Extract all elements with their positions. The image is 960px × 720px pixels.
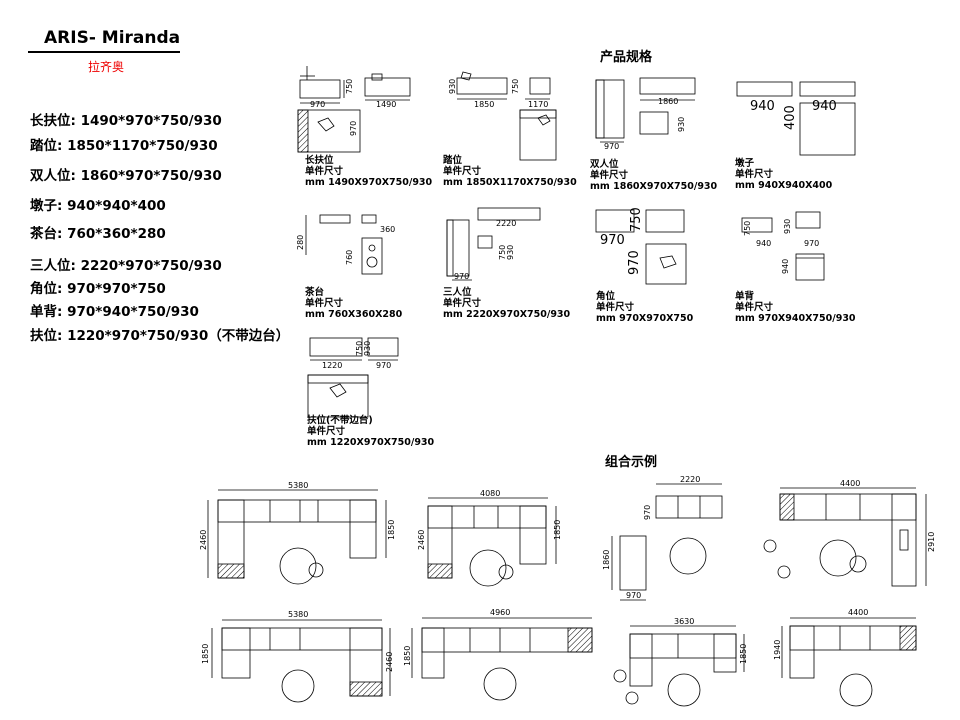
dim-label: 1850 bbox=[201, 644, 210, 664]
dim-label: 970 bbox=[454, 272, 469, 281]
spec-item: 茶台: 760*360*280 bbox=[30, 226, 166, 242]
drawing-loveseat bbox=[595, 77, 696, 143]
spec-item: 踏位: 1850*1170*750/930 bbox=[30, 138, 218, 154]
dim-label: 930 bbox=[448, 79, 457, 94]
dim-label: 4960 bbox=[490, 608, 510, 617]
dim-label: 4400 bbox=[840, 479, 860, 488]
dim-label: 2220 bbox=[680, 475, 700, 484]
dim-label: 2910 bbox=[927, 532, 936, 552]
drawing-three-seat bbox=[446, 207, 541, 281]
dim-label: 970 bbox=[600, 233, 625, 248]
dim-label: 4080 bbox=[480, 489, 500, 498]
drawing-chaise bbox=[456, 71, 557, 161]
dim-label: 1860 bbox=[602, 550, 611, 570]
brand-title: ARIS- Miranda bbox=[44, 28, 181, 48]
dim-label: 970 bbox=[643, 505, 652, 520]
dim-label: 400 bbox=[783, 105, 798, 130]
dim-label: 5380 bbox=[288, 610, 308, 619]
dim-label: 930 bbox=[783, 219, 792, 234]
dim-label: 750 bbox=[355, 341, 364, 356]
combo-d bbox=[763, 487, 927, 587]
dim-label: 930 bbox=[506, 245, 515, 260]
dim-label: 970 bbox=[604, 142, 619, 151]
dim-label: 4400 bbox=[848, 608, 868, 617]
dim-label: 280 bbox=[296, 235, 305, 250]
combo-c bbox=[611, 483, 723, 601]
dim-label: 1220 bbox=[322, 361, 342, 370]
dim-label: 1850 bbox=[474, 100, 494, 109]
dim-label: 750 bbox=[629, 207, 644, 232]
dim-label: 930 bbox=[677, 117, 686, 132]
dim-label: 3630 bbox=[674, 617, 694, 626]
dim-label: 2460 bbox=[385, 652, 394, 672]
drawing-single-back bbox=[741, 211, 825, 281]
drawing-ottoman bbox=[736, 81, 856, 156]
combo-h bbox=[781, 617, 917, 707]
dim-label: 750 bbox=[345, 79, 354, 94]
dim-label: 360 bbox=[380, 225, 395, 234]
combo-f bbox=[411, 617, 593, 701]
brand-underline bbox=[28, 51, 180, 53]
spec-item: 单背: 970*940*750/930 bbox=[30, 304, 199, 320]
drawing-tea-table bbox=[305, 214, 383, 275]
spec-item: 角位: 970*970*750 bbox=[30, 281, 166, 297]
section-title-product-spec: 产品规格 bbox=[600, 50, 653, 65]
dim-label: 970 bbox=[804, 239, 819, 248]
combo-e bbox=[211, 619, 391, 703]
dim-label: 2460 bbox=[417, 530, 426, 550]
dim-label: 970 bbox=[376, 361, 391, 370]
dim-label: 970 bbox=[310, 100, 325, 109]
dim-label: 970 bbox=[627, 250, 642, 275]
dim-label: 940 bbox=[812, 99, 837, 114]
dim-label: 760 bbox=[345, 250, 354, 265]
dim-label: 5380 bbox=[288, 481, 308, 490]
spec-item: 墩子: 940*940*400 bbox=[30, 198, 166, 214]
spec-item: 扶位: 1220*970*750/930（不带边台） bbox=[30, 328, 290, 344]
dim-label: 1850 bbox=[739, 644, 748, 664]
brand-subtitle: 拉齐奥 bbox=[88, 60, 125, 74]
dim-label: 1170 bbox=[528, 100, 548, 109]
combo-a bbox=[207, 489, 387, 585]
dim-label: 940 bbox=[750, 99, 775, 114]
dim-label: 1850 bbox=[553, 520, 562, 540]
drawing-arm-unit bbox=[307, 337, 399, 418]
dim-label: 2460 bbox=[199, 530, 208, 550]
dim-label: 930 bbox=[363, 341, 372, 356]
dim-label: 750 bbox=[511, 79, 520, 94]
dim-label: 970 bbox=[349, 121, 358, 136]
dim-label: 2220 bbox=[496, 219, 516, 228]
spec-item: 长扶位: 1490*970*750/930 bbox=[30, 113, 222, 129]
combo-b bbox=[427, 497, 557, 587]
dim-label: 940 bbox=[781, 259, 790, 274]
dim-label: 750 bbox=[498, 245, 507, 260]
combo-g bbox=[613, 625, 745, 707]
dim-label: 750 bbox=[743, 221, 752, 236]
dim-label: 1940 bbox=[773, 640, 782, 660]
dim-label: 1850 bbox=[387, 520, 396, 540]
spec-item: 双人位: 1860*970*750/930 bbox=[30, 168, 222, 184]
section-title-combination: 组合示例 bbox=[605, 455, 658, 470]
drawing-corner bbox=[595, 209, 687, 285]
dim-label: 1850 bbox=[403, 646, 412, 666]
dim-label: 940 bbox=[756, 239, 771, 248]
dim-label: 970 bbox=[626, 591, 641, 600]
dim-label: 1490 bbox=[376, 100, 396, 109]
spec-item: 三人位: 2220*970*750/930 bbox=[30, 258, 222, 274]
dim-label: 1860 bbox=[658, 97, 678, 106]
drawing-long-arm bbox=[297, 66, 411, 153]
